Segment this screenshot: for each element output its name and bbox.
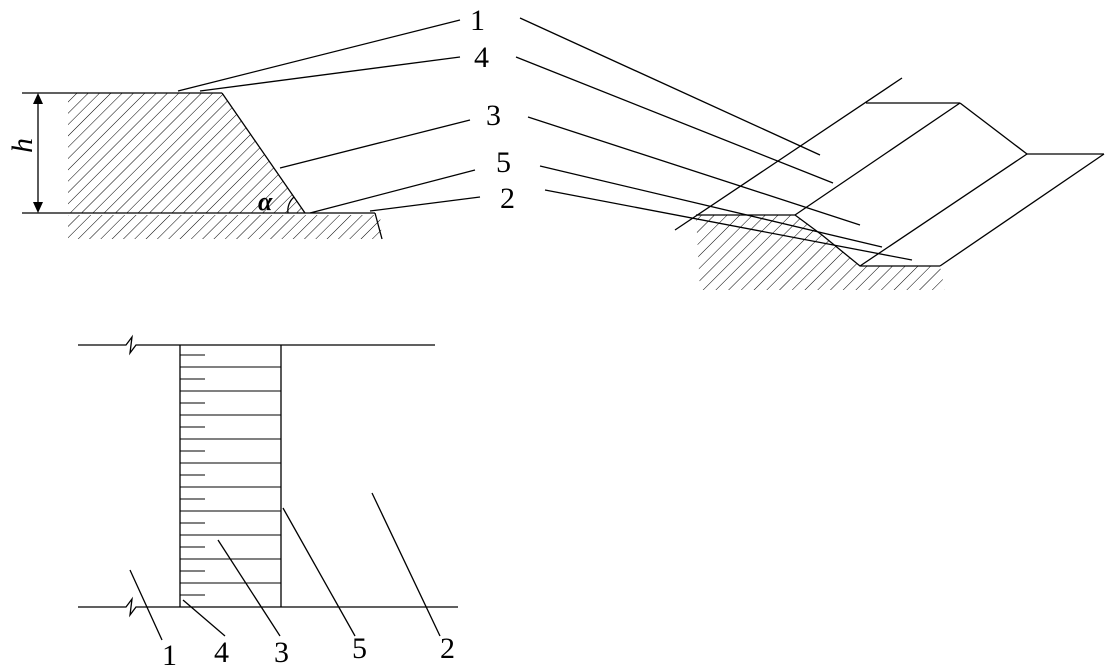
height-arrow-top: [33, 93, 43, 104]
height-label: h: [6, 138, 39, 153]
label-4-bottom: 4: [214, 636, 229, 667]
plan-view: 1 4 3 5 2: [78, 334, 458, 667]
label-5-bottom: 5: [352, 632, 367, 665]
plan-leader-1: [129, 569, 163, 641]
strip-hatching: [180, 354, 281, 596]
label-2-top: 2: [500, 182, 515, 215]
plan-leader-3: [217, 539, 281, 637]
persp-left-edge: [674, 77, 903, 231]
persp-toe-diagonal: [859, 153, 1028, 267]
label-5-top: 5: [496, 146, 511, 179]
base-end-tick: [374, 212, 383, 240]
label-3-bottom: 3: [274, 636, 289, 667]
perspective-ground-hatch: [696, 215, 945, 290]
label-1-bottom: 1: [162, 639, 177, 667]
slope-face: [221, 92, 306, 214]
label-3-top: 3: [486, 99, 501, 132]
plan-leader-2: [371, 492, 441, 637]
leader-2-left: [369, 196, 481, 212]
persp-crest-diagonal: [794, 102, 961, 216]
persp-front-profile: [696, 214, 940, 267]
plan-bottom-boundary: [78, 596, 458, 618]
leader-3-left: [279, 119, 471, 169]
leader-4-right: [515, 56, 834, 184]
persp-right-end: [939, 153, 1105, 267]
label-1-top: 1: [470, 4, 485, 37]
perspective-view: [674, 77, 1105, 290]
leader-1-left: [177, 19, 461, 92]
angle-label: α: [258, 187, 273, 216]
leader-4-left: [199, 56, 461, 92]
leader-1-right: [519, 17, 821, 156]
leader-5-left: [309, 169, 476, 214]
plan-leader-5: [282, 507, 356, 637]
embankment-hatch: [68, 93, 305, 213]
label-2-bottom: 2: [440, 632, 455, 665]
label-4-top: 4: [474, 41, 489, 74]
plan-leader-4: [182, 599, 226, 637]
ground-hatch: [68, 215, 382, 239]
height-arrow-bottom: [33, 202, 43, 213]
slope-section-left: h α 1 4 3 5 2: [6, 4, 515, 240]
plan-top-boundary: [78, 334, 435, 356]
leader-3-right: [527, 116, 861, 226]
angle-arc: [287, 196, 295, 214]
persp-slope-top: [959, 102, 1028, 155]
